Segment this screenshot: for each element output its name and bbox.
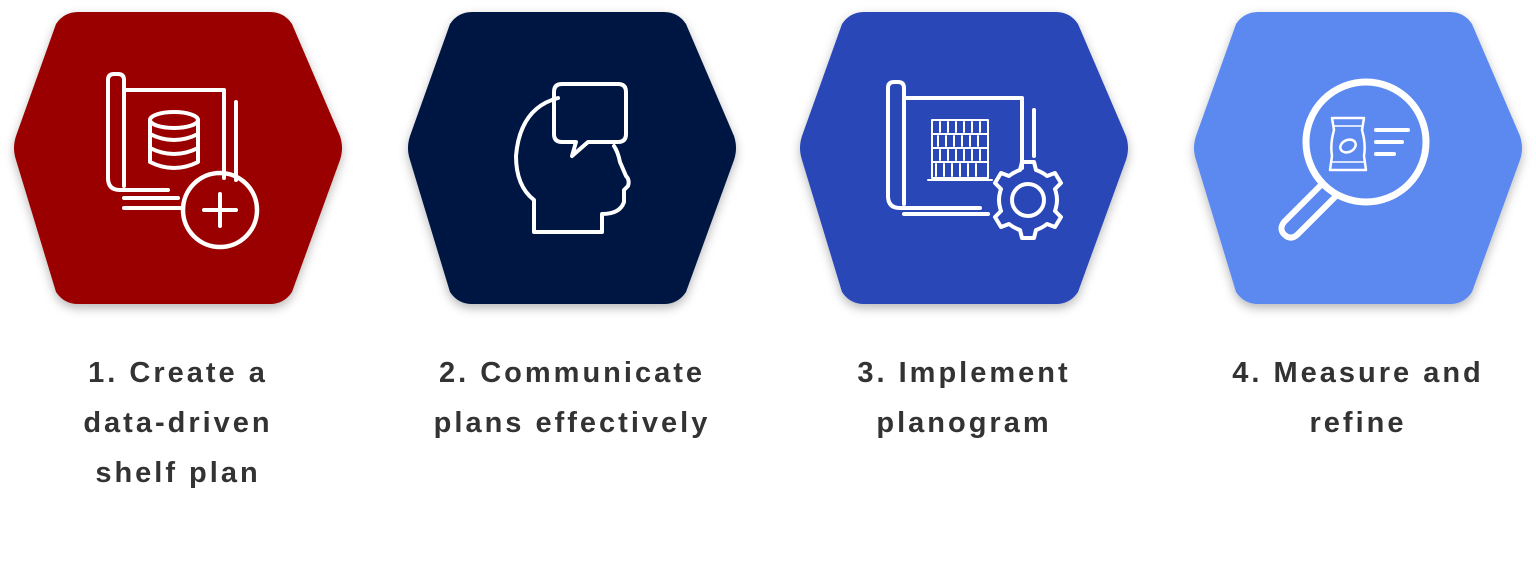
- head-speech-bubble-icon: [514, 82, 631, 234]
- step-1-label-line-3: shelf plan: [95, 457, 261, 489]
- step-4-hexagon: [1188, 8, 1528, 308]
- step-1-label: 1. Create a data-driven shelf plan: [0, 348, 356, 498]
- step-2-label: 2. Communicate plans effectively: [394, 348, 750, 448]
- step-3-label-line-2: planogram: [876, 407, 1052, 439]
- step-3-label-line-1: 3. Implement: [857, 357, 1071, 389]
- step-1-hexagon: [8, 8, 348, 308]
- step-2-hexagon: [402, 8, 742, 308]
- step-2: 2. Communicate plans effectively: [394, 0, 736, 583]
- step-3: 3. Implement planogram: [786, 0, 1128, 583]
- step-3-label: 3. Implement planogram: [786, 348, 1142, 448]
- hexagon-shape: [14, 12, 342, 304]
- hexagon-shape: [1194, 12, 1522, 304]
- step-2-label-line-1: 2. Communicate: [439, 357, 705, 389]
- step-1-label-line-1: 1. Create a: [88, 357, 268, 389]
- step-1: 1. Create a data-driven shelf plan: [0, 0, 342, 583]
- step-4-label: 4. Measure and refine: [1180, 348, 1536, 448]
- blueprint-shelf-gear-icon: [886, 80, 1063, 240]
- step-3-hexagon: [794, 8, 1134, 308]
- step-4: 4. Measure and refine: [1180, 0, 1522, 583]
- magnifier-product-icon: [1278, 78, 1430, 241]
- step-2-label-line-2: plans effectively: [433, 407, 711, 439]
- blueprint-database-plus-icon: [106, 72, 260, 250]
- step-1-label-line-2: data-driven: [83, 407, 273, 439]
- step-4-label-line-1: 4. Measure and: [1232, 357, 1484, 389]
- step-4-label-line-2: refine: [1309, 407, 1407, 439]
